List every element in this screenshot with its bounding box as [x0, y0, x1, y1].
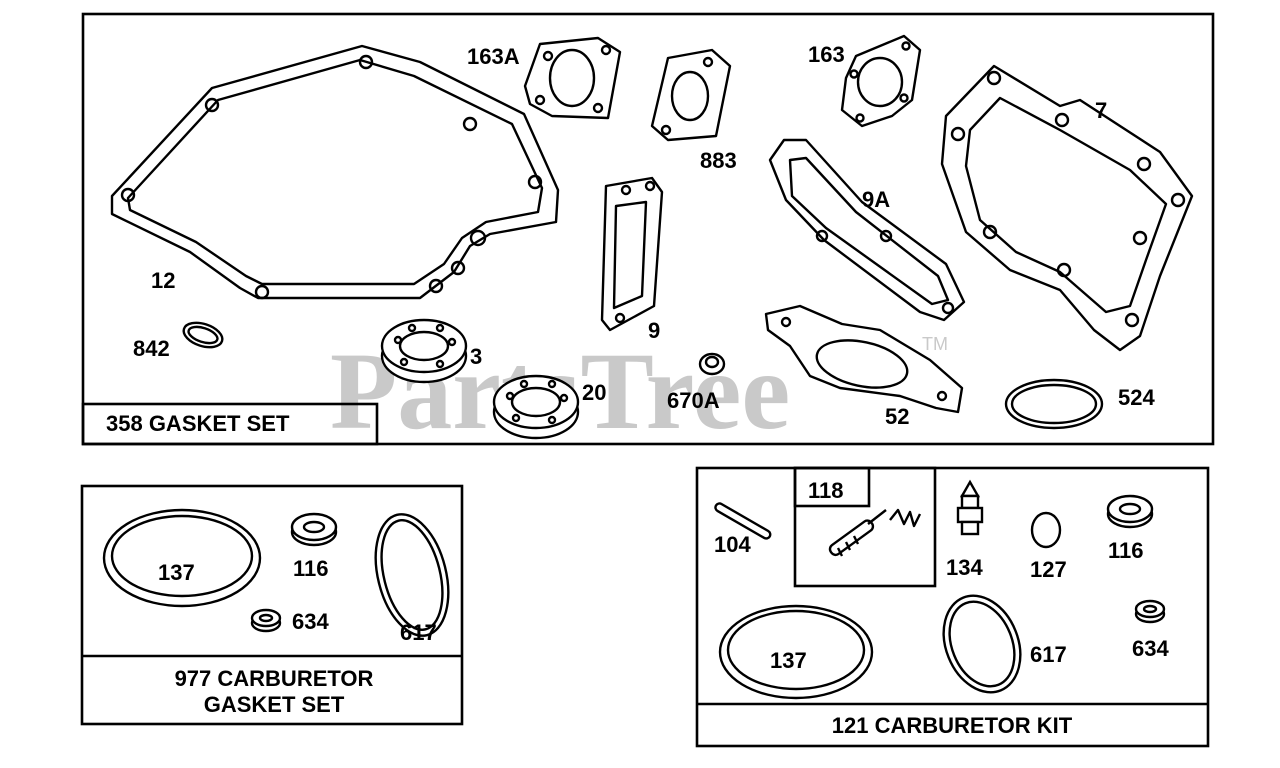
label-127: 127 [1030, 557, 1067, 582]
part-137-gasket-ring[interactable] [102, 508, 262, 608]
label-883: 883 [700, 148, 737, 173]
part-116-washer-kit[interactable] [1106, 494, 1154, 529]
part-7-head-gasket[interactable] [940, 64, 1194, 352]
label-617-a: 617 [400, 620, 437, 645]
gasket-set-title-box [81, 402, 379, 446]
sub-box-118-label-box [793, 466, 871, 508]
label-116-a: 116 [293, 556, 329, 581]
part-617-ring[interactable] [364, 507, 460, 644]
part-9a-gasket[interactable] [768, 138, 966, 322]
label-137-a: 137 [158, 560, 195, 585]
sub-box-118-label: 118 [808, 478, 844, 503]
part-116-washer[interactable] [290, 512, 338, 547]
label-163: 163 [808, 42, 845, 67]
part-12-crankcase-gasket[interactable] [110, 44, 560, 300]
label-3: 3 [470, 344, 482, 369]
label-116-b: 116 [1108, 538, 1144, 563]
part-52-exhaust-gasket[interactable] [764, 304, 964, 414]
label-9a: 9A [862, 187, 890, 212]
part-524-ring[interactable] [1004, 378, 1104, 430]
label-7: 7 [1095, 98, 1107, 123]
label-104: 104 [714, 532, 751, 557]
label-617-b: 617 [1030, 642, 1067, 667]
carb-gasket-set-title-line1: 977 CARBURETOR [175, 666, 374, 691]
label-634-a: 634 [292, 609, 329, 634]
part-118-screw-and-spring[interactable] [828, 508, 922, 557]
part-163a-gasket[interactable] [523, 36, 622, 120]
part-163-gasket[interactable] [840, 34, 922, 128]
part-20-oil-seal[interactable] [492, 374, 580, 440]
part-883-gasket[interactable] [650, 48, 732, 142]
label-20: 20 [582, 380, 606, 405]
carb-gasket-set-title-line2: GASKET SET [204, 692, 345, 717]
part-137-gasket-ring-kit[interactable] [718, 604, 874, 700]
carb-kit-panel: 121 CARBURETOR KIT 118 104 134 127 [695, 466, 1210, 748]
watermark-trademark: TM [922, 334, 948, 354]
label-842: 842 [133, 336, 170, 361]
part-617-ring-kit[interactable] [930, 584, 1034, 704]
gasket-set-title: 358 GASKET SET [106, 411, 290, 436]
label-12: 12 [151, 268, 175, 293]
label-524: 524 [1118, 385, 1155, 410]
part-3-oil-seal[interactable] [380, 318, 468, 384]
carb-gasket-set-frame [80, 484, 464, 726]
label-163a: 163A [467, 44, 520, 69]
label-134: 134 [946, 555, 983, 580]
label-670a: 670A [667, 388, 720, 413]
label-634-b: 634 [1132, 636, 1169, 661]
carb-kit-frame [695, 466, 1210, 748]
carb-kit-title: 121 CARBURETOR KIT [832, 713, 1073, 738]
label-52: 52 [885, 404, 909, 429]
carb-gasket-set-panel: 977 CARBURETOR GASKET SET 137 116 634 61… [80, 484, 464, 726]
part-104-pin[interactable] [714, 502, 772, 540]
part-842-ring[interactable] [181, 318, 226, 351]
part-134-needle[interactable] [956, 479, 984, 536]
part-9-gasket[interactable] [600, 176, 664, 332]
label-9: 9 [648, 318, 660, 343]
gasket-set-frame [81, 12, 1215, 446]
part-634-washer-kit[interactable] [1134, 599, 1166, 624]
part-670a-washer[interactable] [698, 352, 726, 376]
label-137-b: 137 [770, 648, 807, 673]
part-127-disc[interactable] [1030, 511, 1062, 549]
part-634-washer[interactable] [250, 608, 282, 633]
gasket-set-panel: 358 GASKET SET 12 163A [81, 12, 1215, 446]
